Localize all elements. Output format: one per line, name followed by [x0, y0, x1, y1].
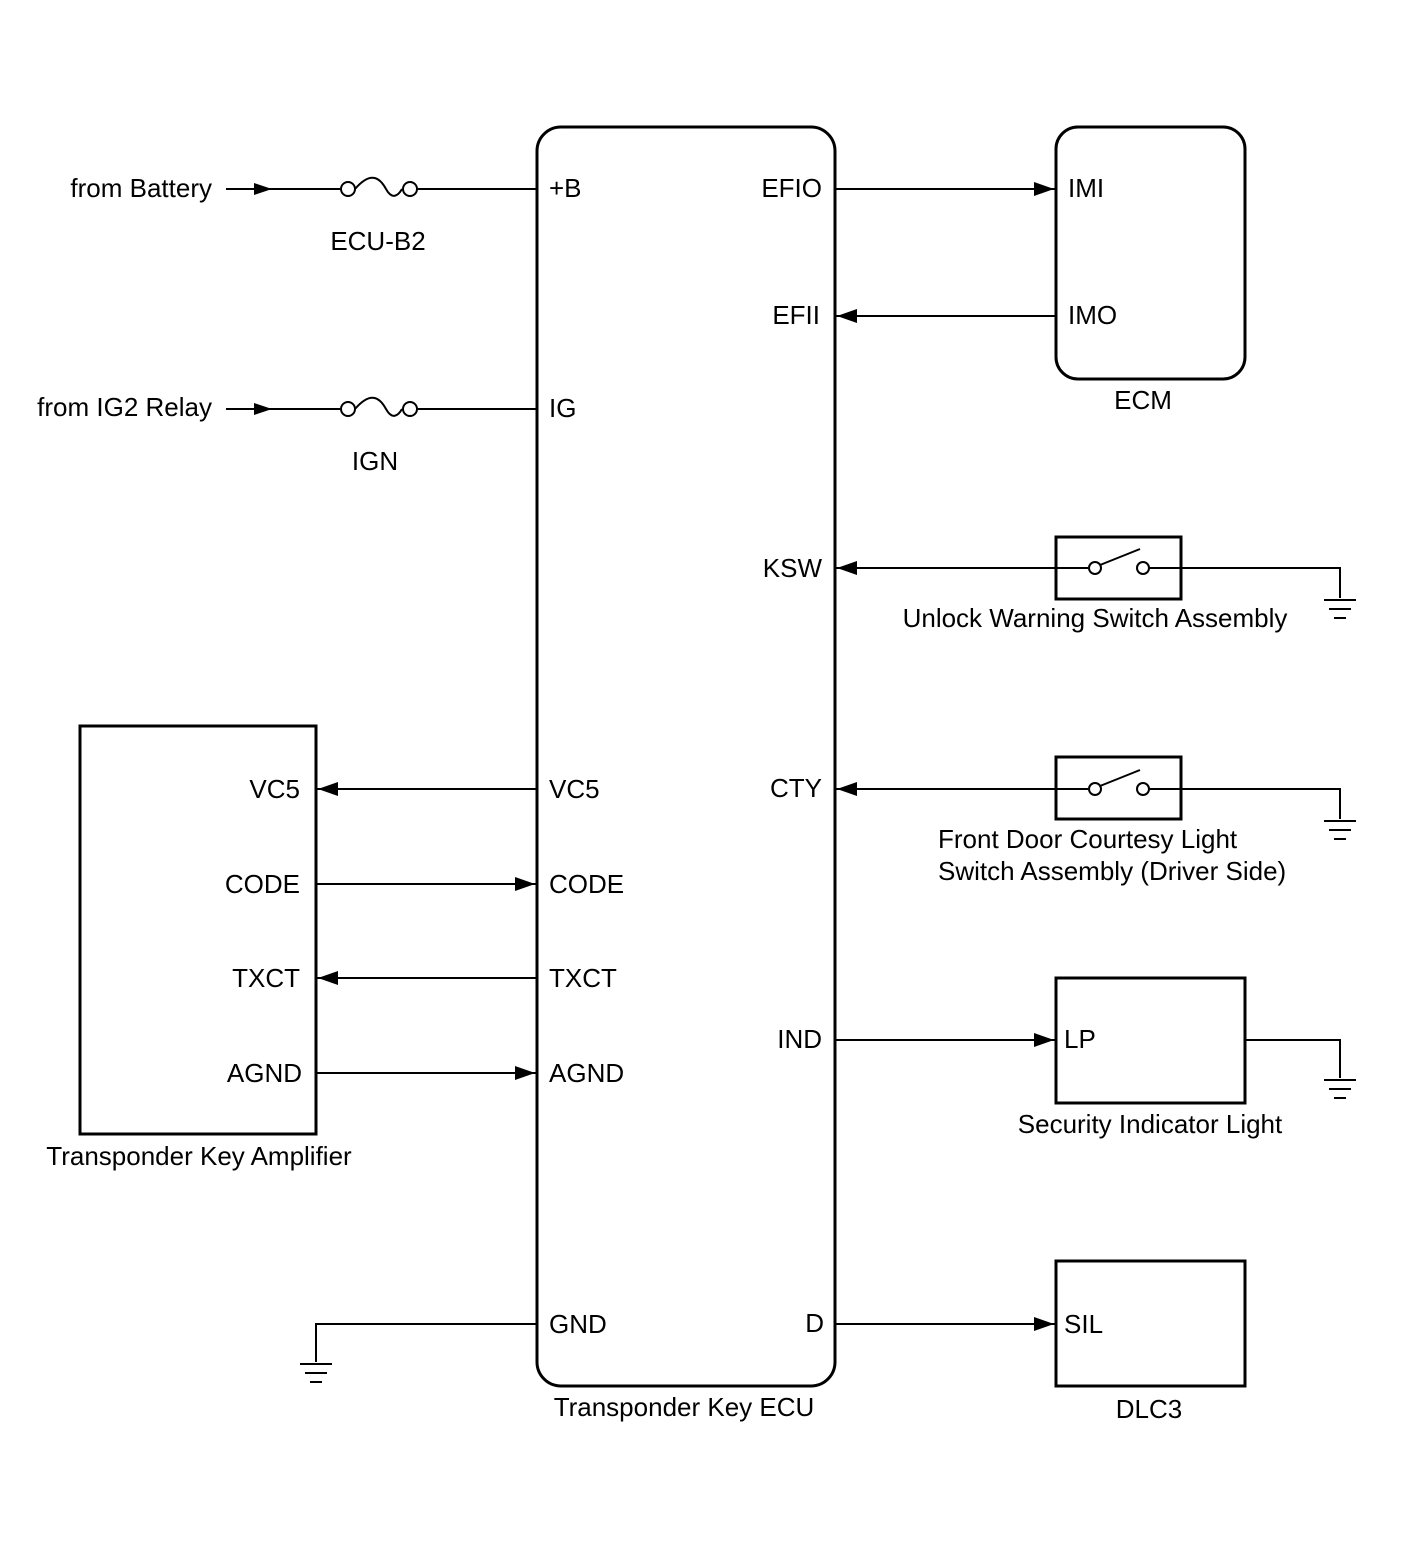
ecm-pin-imo: IMO [1068, 300, 1117, 330]
ecu-pin-code: CODE [549, 869, 624, 899]
arrow-icon [254, 403, 272, 415]
arrow-icon [515, 1066, 535, 1080]
security-indicator-light-title: Security Indicator Light [1018, 1109, 1283, 1139]
arrow-icon [515, 877, 535, 891]
ground-icon [1324, 599, 1356, 619]
ground-icon [300, 1363, 332, 1383]
security-indicator-light-box [1054, 976, 1247, 1105]
switch-icon [1056, 548, 1181, 575]
cty-wire [835, 755, 1356, 840]
ksw-wire [835, 535, 1356, 619]
ground-icon [1324, 820, 1356, 840]
vc5-wire [316, 782, 537, 796]
arrow-icon [254, 183, 272, 195]
ecu-pin-efii: EFII [772, 300, 820, 330]
unlock-warning-switch-title: Unlock Warning Switch Assembly [903, 603, 1288, 633]
ecu-pin-cty: CTY [770, 773, 822, 803]
transponder-key-amplifier-box [78, 724, 318, 1136]
dlc3-box [1054, 1259, 1247, 1388]
ecu-pin-efio: EFIO [761, 173, 822, 203]
code-wire [316, 877, 537, 891]
courtesy-switch-title-line2: Switch Assembly (Driver Side) [938, 856, 1286, 886]
transponder-key-ecu-box [535, 125, 837, 1388]
txct-wire [316, 971, 537, 985]
arrow-icon [318, 782, 338, 796]
arrow-icon [1034, 1317, 1054, 1331]
switch-icon [1056, 769, 1181, 796]
ecm-box [1054, 125, 1247, 381]
fuse-ign-label: IGN [352, 446, 398, 476]
ecu-pin-txct: TXCT [549, 963, 617, 993]
amp-pin-txct: TXCT [232, 963, 300, 993]
ground-icon [1324, 1079, 1356, 1099]
ecu-pin-agnd: AGND [549, 1058, 624, 1088]
source-ig2-relay-label: from IG2 Relay [37, 392, 212, 422]
ecu-pin-plus-b: +B [549, 173, 582, 203]
battery-wire [226, 176, 537, 197]
security-light-pin-lp: LP [1064, 1024, 1096, 1054]
ecm-title: ECM [1114, 385, 1172, 415]
arrow-icon [837, 561, 857, 575]
agnd-wire [316, 1066, 537, 1080]
arrow-icon [837, 782, 857, 796]
gnd-wire [300, 1323, 537, 1383]
dlc3-title: DLC3 [1116, 1394, 1182, 1424]
arrow-icon [837, 309, 857, 323]
amp-pin-agnd: AGND [227, 1058, 302, 1088]
ecu-pin-gnd: GND [549, 1309, 607, 1339]
ind-wire [835, 1033, 1356, 1099]
ecm-pin-imi: IMI [1068, 173, 1104, 203]
ecu-pin-ksw: KSW [763, 553, 823, 583]
efio-imi-wire [835, 182, 1056, 196]
transponder-key-ecu-title: Transponder Key ECU [554, 1392, 815, 1422]
arrow-icon [318, 971, 338, 985]
amp-pin-vc5: VC5 [249, 774, 300, 804]
fuse-ecu-b2-label: ECU-B2 [330, 226, 425, 256]
ecu-pin-d: D [805, 1308, 824, 1338]
fuse-icon [340, 176, 418, 197]
arrow-icon [1034, 1033, 1054, 1047]
efii-imo-wire [835, 309, 1056, 323]
source-battery-label: from Battery [70, 173, 212, 203]
ig2-wire [226, 396, 537, 417]
ecu-pin-ind: IND [777, 1024, 822, 1054]
ecu-pin-ig: IG [549, 393, 576, 423]
transponder-key-amplifier-title: Transponder Key Amplifier [46, 1141, 352, 1171]
arrow-icon [1034, 182, 1054, 196]
dlc3-pin-sil: SIL [1064, 1309, 1103, 1339]
amp-pin-code: CODE [225, 869, 300, 899]
ecu-pin-vc5: VC5 [549, 774, 600, 804]
d-sil-wire [835, 1317, 1056, 1331]
fuse-icon [340, 396, 418, 417]
courtesy-switch-title-line1: Front Door Courtesy Light [938, 824, 1238, 854]
